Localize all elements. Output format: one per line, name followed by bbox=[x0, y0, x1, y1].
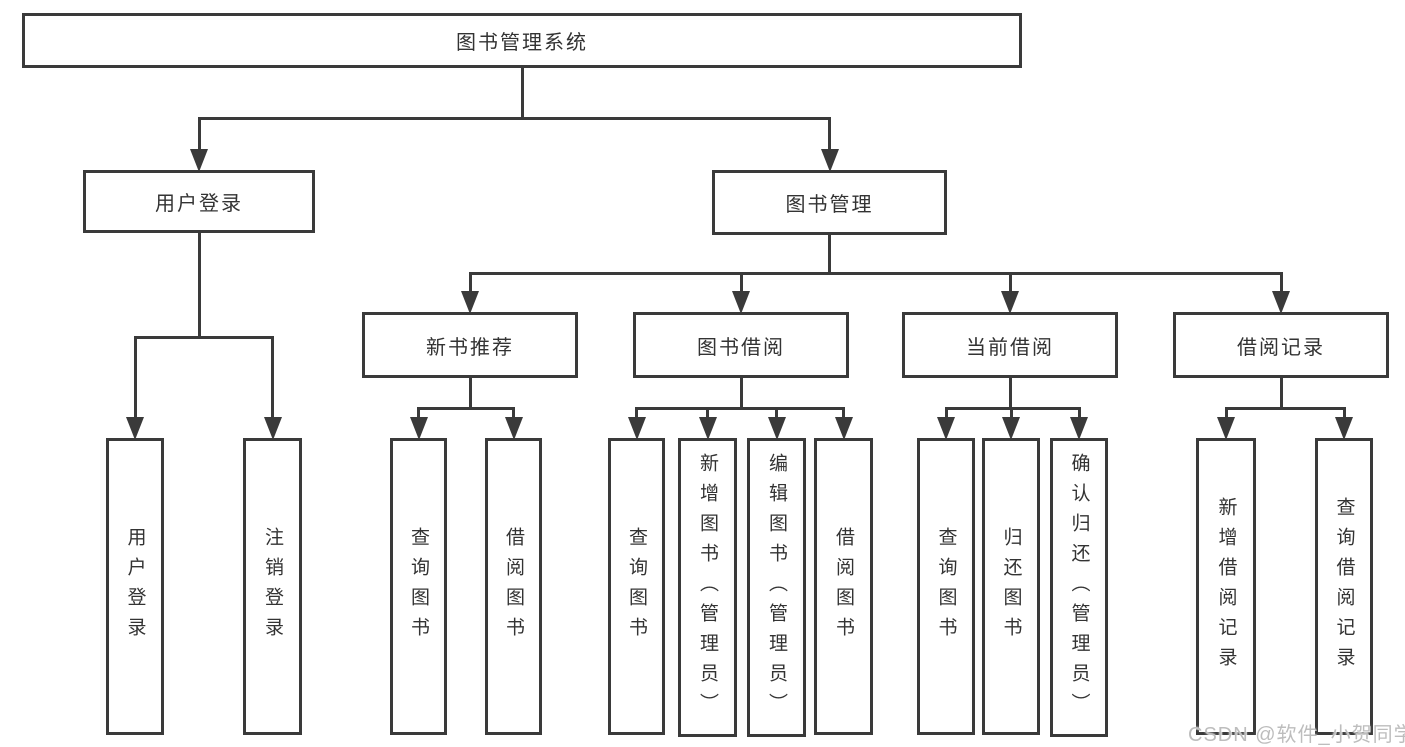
node-new-book: 新书推荐 bbox=[362, 312, 578, 378]
node-book-borrow: 图书借阅 bbox=[633, 312, 849, 378]
node-label-book-borrow: 图书借阅 bbox=[697, 336, 785, 359]
node-logout: 注销登录 bbox=[243, 438, 302, 735]
node-label-borrow-book-2: 借阅图书 bbox=[833, 526, 854, 647]
arrow-down-icon-current-borrow bbox=[1001, 291, 1019, 314]
node-label-new-book: 新书推荐 bbox=[426, 336, 514, 359]
node-query-book-2: 查询图书 bbox=[608, 438, 665, 735]
connector-rail-book-borrow bbox=[635, 406, 845, 410]
connector-stub-borrow-record bbox=[1279, 273, 1283, 306]
arrow-down-icon-confirm-return bbox=[1070, 417, 1088, 440]
connector-rail-current-borrow bbox=[944, 406, 1081, 410]
node-current-borrow: 当前借阅 bbox=[902, 312, 1118, 378]
node-query-book-3: 查询图书 bbox=[917, 438, 975, 735]
node-label-query-book-1: 查询图书 bbox=[408, 526, 429, 647]
node-user-login: 用户登录 bbox=[83, 170, 315, 233]
node-book-mgmt: 图书管理 bbox=[712, 170, 947, 235]
node-label-add-book: 新增图书（管理员） bbox=[697, 452, 718, 723]
csdn-watermark: CSDN @软件_小贺同学 bbox=[1188, 724, 1405, 746]
node-label-query-book-3: 查询图书 bbox=[935, 526, 957, 647]
connector-rail-new-book bbox=[417, 406, 515, 410]
arrow-down-icon-add-record bbox=[1217, 417, 1235, 440]
arrow-down-icon-edit-book bbox=[767, 417, 786, 440]
node-label-current-borrow: 当前借阅 bbox=[966, 336, 1054, 359]
node-borrow-book-2: 借阅图书 bbox=[814, 438, 873, 735]
arrow-down-icon-query-book-3 bbox=[937, 417, 955, 440]
node-label-login: 用户登录 bbox=[124, 526, 146, 647]
node-label-query-book-2: 查询图书 bbox=[626, 526, 647, 647]
node-confirm-return: 确认归还（管理员） bbox=[1050, 438, 1108, 737]
node-edit-book: 编辑图书（管理员） bbox=[747, 438, 806, 737]
node-label-confirm-return: 确认归还（管理员） bbox=[1068, 452, 1090, 723]
arrow-down-icon-login bbox=[126, 417, 144, 440]
connector-stem-current-borrow bbox=[1008, 377, 1012, 408]
node-borrow-book-1: 借阅图书 bbox=[485, 438, 542, 735]
arrow-down-icon-query-book-1 bbox=[409, 417, 428, 440]
connector-stem-user-login bbox=[197, 232, 201, 337]
connector-stub-book-mgmt bbox=[828, 118, 831, 164]
arrow-down-icon-borrow-book-2 bbox=[834, 417, 853, 440]
node-label-user-login: 用户登录 bbox=[155, 193, 243, 215]
node-label-logout: 注销登录 bbox=[262, 526, 283, 647]
node-return-book: 归还图书 bbox=[982, 438, 1040, 735]
connector-stub-login bbox=[133, 337, 137, 432]
node-login: 用户登录 bbox=[106, 438, 164, 735]
connector-rail-user-login bbox=[133, 335, 274, 339]
connector-stem-book-borrow bbox=[739, 377, 743, 408]
connector-rail-root bbox=[197, 116, 831, 120]
node-label-borrow-book-1: 借阅图书 bbox=[503, 526, 524, 647]
arrow-down-icon-add-book bbox=[698, 417, 717, 440]
node-borrow-record: 借阅记录 bbox=[1173, 312, 1389, 378]
arrow-down-icon-book-mgmt bbox=[820, 149, 839, 172]
connector-stub-logout bbox=[271, 337, 274, 432]
arrow-down-icon-borrow-record bbox=[1272, 291, 1290, 314]
connector-rail-book-mgmt bbox=[468, 271, 1283, 275]
arrow-down-icon-query-record bbox=[1335, 417, 1353, 440]
connector-stub-current-borrow bbox=[1008, 273, 1012, 306]
arrow-down-icon-new-book bbox=[461, 291, 479, 314]
node-label-book-mgmt: 图书管理 bbox=[785, 194, 874, 216]
arrow-down-icon-logout bbox=[263, 417, 282, 440]
node-label-root: 图书管理系统 bbox=[456, 32, 588, 54]
connector-stem-root bbox=[520, 67, 524, 118]
node-label-add-record: 新增借阅记录 bbox=[1215, 496, 1237, 677]
node-label-edit-book: 编辑图书（管理员） bbox=[766, 452, 787, 723]
node-add-record: 新增借阅记录 bbox=[1196, 438, 1256, 735]
connector-stem-new-book bbox=[468, 377, 472, 408]
node-root: 图书管理系统 bbox=[22, 13, 1022, 68]
connector-stub-book-borrow bbox=[739, 273, 743, 306]
node-add-book: 新增图书（管理员） bbox=[678, 438, 737, 737]
node-label-query-record: 查询借阅记录 bbox=[1333, 496, 1355, 677]
node-label-return-book: 归还图书 bbox=[1000, 526, 1022, 647]
node-query-book-1: 查询图书 bbox=[390, 438, 447, 735]
arrow-down-icon-borrow-book-1 bbox=[504, 417, 523, 440]
arrow-down-icon-book-borrow bbox=[732, 291, 750, 314]
arrow-down-icon-query-book-2 bbox=[627, 417, 646, 440]
node-label-borrow-record: 借阅记录 bbox=[1237, 336, 1325, 359]
connector-stub-user-login bbox=[197, 118, 201, 164]
arrow-down-icon-user-login bbox=[190, 149, 208, 172]
connector-rail-borrow-record bbox=[1224, 406, 1346, 410]
connector-stub-new-book bbox=[468, 273, 472, 306]
connector-stem-borrow-record bbox=[1279, 377, 1283, 408]
arrow-down-icon-return-book bbox=[1002, 417, 1020, 440]
node-query-record: 查询借阅记录 bbox=[1315, 438, 1373, 735]
connector-stem-book-mgmt bbox=[828, 234, 831, 273]
